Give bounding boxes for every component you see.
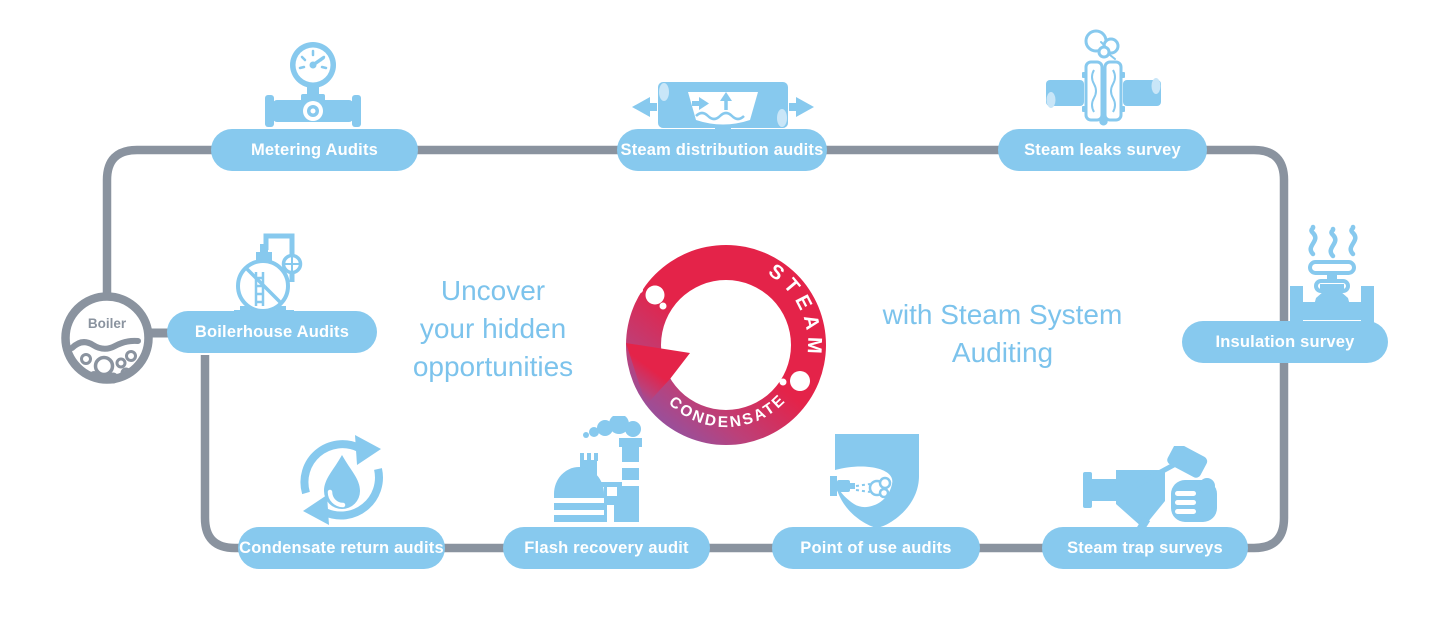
pill-label: Steam leaks survey	[1024, 140, 1181, 159]
leaking-flange-icon	[1046, 28, 1161, 131]
boiler-icon: Boiler	[61, 292, 153, 384]
boilerhouse-icon	[226, 226, 312, 319]
cycle-drip-dots	[637, 285, 810, 391]
cycle-arrowhead	[626, 343, 690, 405]
droplet-recycle-icon	[293, 431, 391, 534]
cycle-ring	[626, 245, 826, 445]
headline-right: with Steam System Auditing	[860, 296, 1145, 372]
pill-flash-recovery-audit: Flash recovery audit	[503, 527, 710, 569]
pill-insulation-survey: Insulation survey	[1182, 321, 1388, 363]
pill-point-of-use-audits: Point of use audits	[772, 527, 980, 569]
pill-metering-audits: Metering Audits	[211, 129, 418, 171]
pill-boilerhouse-audits: Boilerhouse Audits	[167, 311, 377, 353]
headline-right-line2: Auditing	[951, 337, 1054, 368]
spray-shield-icon	[830, 432, 924, 535]
headline-left: Uncover your hidden opportunities	[368, 272, 618, 386]
headline-left-line3: opportunities	[412, 351, 574, 382]
pill-label: Steam trap surveys	[1067, 538, 1223, 557]
factory-icon	[550, 414, 656, 533]
pill-label: Metering Audits	[250, 140, 379, 159]
pressure-gauge-icon	[263, 40, 363, 137]
pill-label: Condensate return audits	[239, 538, 444, 557]
pill-steam-distribution-audits: Steam distribution audits	[617, 129, 827, 171]
boiler-label: Boiler	[88, 316, 127, 331]
trap-tester-icon	[1083, 443, 1217, 535]
steam-condensate-cycle: STEAM CONDENSATE	[620, 239, 832, 451]
pill-condensate-return-audits: Condensate return audits	[238, 527, 445, 569]
pill-label: Steam distribution audits	[620, 140, 824, 159]
pill-label: Insulation survey	[1215, 332, 1355, 351]
headline-left-line2: your hidden	[419, 313, 567, 344]
headline-left-line1: Uncover	[440, 275, 546, 306]
pill-steam-leaks-survey: Steam leaks survey	[998, 129, 1207, 171]
pill-label: Boilerhouse Audits	[194, 322, 350, 341]
pipe-separator-icon	[628, 76, 818, 143]
headline-right-line1: with Steam System	[882, 299, 1123, 330]
hot-valve-icon	[1290, 216, 1374, 329]
pill-label: Flash recovery audit	[524, 538, 689, 557]
pill-steam-trap-surveys: Steam trap surveys	[1042, 527, 1248, 569]
pill-label: Point of use audits	[800, 538, 952, 557]
